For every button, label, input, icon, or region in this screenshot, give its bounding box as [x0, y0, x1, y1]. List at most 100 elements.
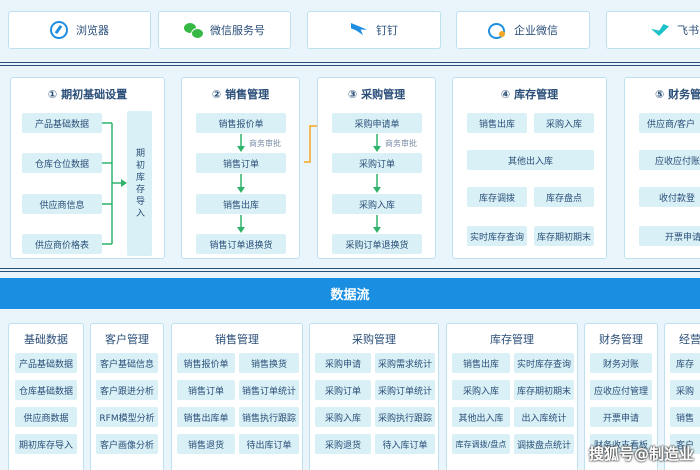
compass-icon [50, 21, 68, 39]
function-item[interactable]: 实时库存查询 [514, 353, 574, 373]
platform-browser[interactable]: 浏览器 [8, 11, 151, 49]
flow-box[interactable]: 销售订单 [196, 153, 286, 173]
function-item[interactable]: 销售出库 [452, 353, 510, 373]
flow-box[interactable]: 采购订单 [332, 153, 422, 173]
function-item[interactable]: 财务对账 [590, 353, 652, 373]
module-title: ④ 库存管理 [500, 88, 559, 101]
panel-purchase: 采购管理 采购申请 采购需求统计 采购订单 采购订单统计 采购入库 采购执行跟踪… [309, 323, 439, 470]
platform-dingtalk[interactable]: 钉钉 [307, 11, 441, 49]
panel-operations: 经营 库存 采购 销售 客户 [664, 323, 700, 470]
flow-box[interactable]: 采购入库 [534, 113, 594, 133]
module-title: ③ 采购管理 [347, 88, 406, 101]
function-item[interactable]: 客户跟进分析 [96, 380, 158, 400]
function-item[interactable]: 销售 [670, 407, 700, 427]
flow-box[interactable]: 供应商信息 [22, 194, 102, 214]
flow-box[interactable]: 库存盘点 [534, 187, 594, 207]
divider [0, 62, 700, 66]
flow-box[interactable]: 采购申请单 [332, 113, 422, 133]
panel-basic-data: 基础数据 产品基础数据 仓库基础数据 供应商数据 期初库存导入 [8, 323, 84, 470]
function-item[interactable]: 产品基础数据 [15, 353, 77, 373]
flow-box[interactable]: 实时库存查询 [467, 226, 527, 246]
panel-title: 库存管理 [490, 333, 534, 346]
function-item[interactable]: 待出库订单 [239, 434, 299, 454]
platform-wechat[interactable]: 微信服务号 [158, 11, 291, 49]
module-inventory: ④ 库存管理 销售出库 采购入库 其他出入库 库存调拨 库存盘点 实时库存查询 … [452, 77, 607, 259]
function-item[interactable]: 采购订单统计 [375, 380, 435, 400]
flow-box[interactable]: 仓库仓位数据 [22, 153, 102, 173]
flow-box[interactable]: 供应商/客户 [639, 113, 700, 133]
panel-title: 财务管理 [599, 333, 643, 346]
function-item[interactable]: 供应商数据 [15, 407, 77, 427]
panel-sales: 销售管理 销售报价单 销售换货 销售订单 销售订单统计 销售出库单 销售执行跟踪… [171, 323, 303, 470]
dingtalk-icon [350, 21, 368, 39]
function-item[interactable]: 采购执行跟踪 [375, 407, 435, 427]
function-item[interactable]: 销售报价单 [177, 353, 235, 373]
platform-label: 钉钉 [376, 24, 398, 37]
module-sales: ② 销售管理 销售报价单 商务审批 销售订单 销售出库 销售订单退换货 [181, 77, 300, 259]
function-item[interactable]: 采购需求统计 [375, 353, 435, 373]
module-title: ② 销售管理 [211, 88, 270, 101]
module-finance: ⑤ 财务管 供应商/客户 应收应付账 收付款登 开票申请 [624, 77, 700, 259]
wechat-icon [184, 21, 204, 39]
function-item[interactable]: 库存期初期末 [514, 380, 574, 400]
flow-box[interactable]: 开票申请 [639, 226, 700, 246]
flow-box[interactable]: 采购入库 [332, 194, 422, 214]
flow-box[interactable]: 库存调拨 [467, 187, 527, 207]
function-item[interactable]: 应收应付管理 [590, 380, 652, 400]
function-item[interactable]: 客户画像分析 [96, 434, 158, 454]
function-item[interactable]: 销售出库单 [177, 407, 235, 427]
function-item[interactable]: 出入库统计 [514, 407, 574, 427]
platform-label: 微信服务号 [210, 24, 265, 37]
function-item[interactable]: 财务收支看板 [590, 434, 652, 454]
flow-box[interactable]: 销售出库 [196, 194, 286, 214]
feishu-icon [651, 21, 669, 39]
function-item[interactable]: 采购申请 [315, 353, 371, 373]
function-item[interactable]: 采购入库 [452, 380, 510, 400]
bracket-arrows [102, 122, 127, 245]
function-item[interactable]: 待入库订单 [375, 434, 435, 454]
module-initial-setup: ① 期初基础设置 产品基础数据 仓库仓位数据 供应商信息 供应商价格表 期初库存… [10, 77, 165, 259]
watermark: 搜狐号@制造业 [588, 445, 694, 463]
flow-box[interactable]: 采购订单退换货 [332, 234, 422, 254]
function-item[interactable]: 开票申请 [590, 407, 652, 427]
flow-box[interactable]: 供应商价格表 [22, 234, 102, 254]
opening-stock-import[interactable]: 期初库存导入 [127, 111, 152, 256]
function-item[interactable]: 采购订单 [315, 380, 371, 400]
module-purchase: ③ 采购管理 采购申请单 商务审批 采购订单 采购入库 采购订单退换货 [317, 77, 436, 259]
panel-title: 基础数据 [24, 333, 68, 346]
function-item[interactable]: 销售执行跟踪 [239, 407, 299, 427]
platform-label: 飞书 [677, 24, 699, 37]
function-item[interactable]: 库存 [670, 353, 700, 373]
flow-box[interactable]: 收付款登 [639, 187, 700, 207]
function-item[interactable]: 采购入库 [315, 407, 371, 427]
function-item[interactable]: 采购 [670, 380, 700, 400]
function-item[interactable]: 库存调拨/盘点 [452, 434, 510, 454]
function-item[interactable]: 期初库存导入 [15, 434, 77, 454]
flow-box[interactable]: 销售出库 [467, 113, 527, 133]
function-item[interactable]: RFM模型分析 [96, 407, 158, 427]
function-item[interactable]: 其他出入库 [452, 407, 510, 427]
platform-wecom[interactable]: 企业微信 [456, 11, 590, 49]
dataflow-banner: 数据流 [0, 278, 700, 309]
function-item[interactable]: 客户 [670, 434, 700, 454]
flow-box[interactable]: 库存期初期末 [534, 226, 594, 246]
platform-feishu[interactable]: 飞书 [606, 11, 700, 49]
panel-title: 采购管理 [352, 333, 396, 346]
function-item[interactable]: 销售订单 [177, 380, 235, 400]
flow-box[interactable]: 应收应付账 [639, 150, 700, 170]
flow-box[interactable]: 产品基础数据 [22, 113, 102, 133]
flow-box[interactable]: 其他出入库 [467, 150, 594, 170]
function-item[interactable]: 销售换货 [239, 353, 299, 373]
function-item[interactable]: 调拨盘点统计 [514, 434, 574, 454]
flow-box[interactable]: 销售报价单 [196, 113, 286, 133]
function-item[interactable]: 采购退货 [315, 434, 371, 454]
platform-label: 浏览器 [76, 24, 109, 37]
function-item[interactable]: 仓库基础数据 [15, 380, 77, 400]
flow-box[interactable]: 销售订单退换货 [196, 234, 286, 254]
function-item[interactable]: 销售退货 [177, 434, 235, 454]
function-item[interactable]: 销售订单统计 [239, 380, 299, 400]
wecom-icon [488, 21, 506, 39]
module-title: ⑤ 财务管 [655, 88, 700, 101]
function-item[interactable]: 客户基础信息 [96, 353, 158, 373]
panel-finance: 财务管理 财务对账 应收应付管理 开票申请 财务收支看板 [584, 323, 658, 470]
